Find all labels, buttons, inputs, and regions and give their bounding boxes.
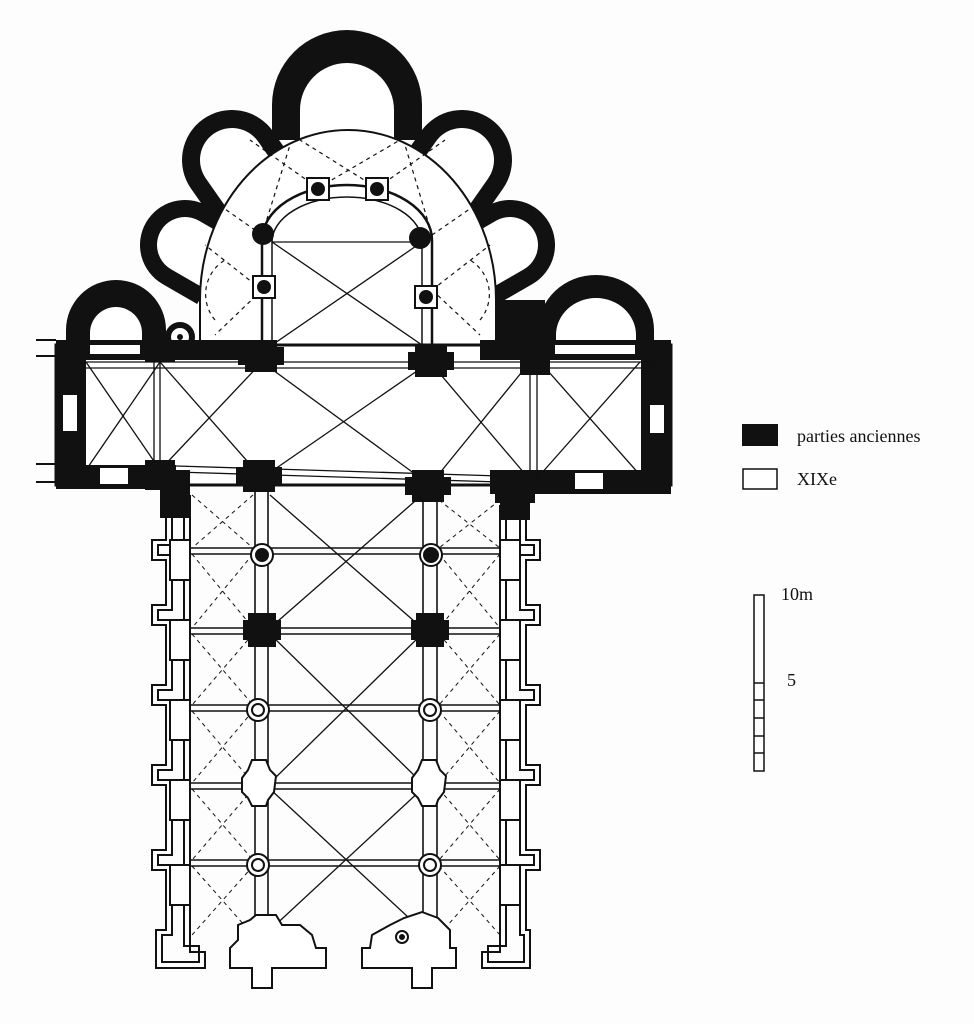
aisle-ribs	[191, 494, 501, 936]
legend-label-old: parties anciennes	[797, 426, 921, 446]
scale-label-5: 5	[787, 670, 796, 690]
legend-swatch-19c	[742, 468, 778, 490]
ambulatory-ribs	[204, 139, 491, 336]
scale-label-10m: 10m	[781, 584, 814, 604]
south-aisle-wall	[481, 505, 541, 969]
chapel-upper-left-interior	[200, 128, 282, 212]
apsidiole-left-interior	[90, 307, 142, 345]
axial-chapel-interior	[300, 63, 394, 140]
nave-ribs	[269, 494, 423, 931]
legend-swatch-old	[742, 424, 778, 446]
nave-piers	[241, 543, 449, 877]
transept-ribs	[85, 361, 660, 486]
chapel-upper-right-interior	[412, 128, 494, 212]
chevet-piers	[252, 177, 438, 309]
transept-windows	[63, 345, 664, 489]
west-facade	[229, 910, 457, 989]
apse-arcade	[260, 183, 434, 345]
apsidiole-right-interior	[556, 298, 636, 345]
chevet	[140, 30, 555, 345]
choir-ribs	[271, 241, 423, 345]
legend-label-19c: XIXe	[797, 469, 837, 489]
legend	[742, 424, 778, 490]
scale-bar	[753, 594, 765, 772]
nave-arcades	[254, 490, 438, 930]
apse-arcade-inner	[271, 196, 423, 345]
nave	[151, 490, 541, 989]
north-aisle-wall	[151, 495, 206, 969]
